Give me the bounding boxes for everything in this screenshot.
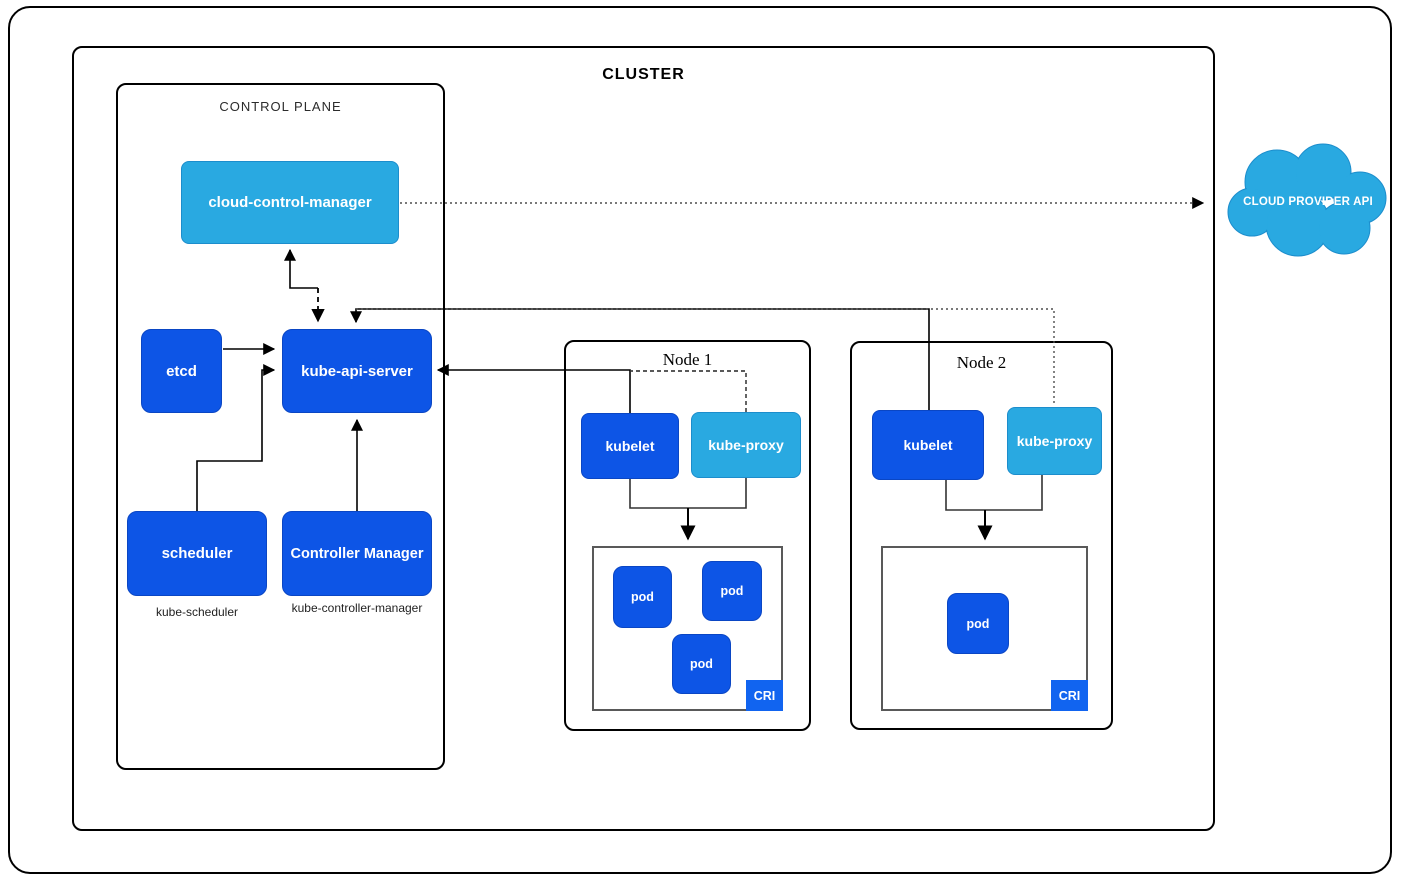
controller-manager-label: Controller Manager [290, 545, 424, 562]
scheduler-caption: kube-scheduler [155, 605, 239, 619]
node1-title: Node 1 [662, 350, 713, 369]
scheduler-label: scheduler [161, 545, 233, 562]
etcd-label: etcd [166, 362, 197, 380]
node2-kube-proxy-label: kube-proxy [1016, 433, 1093, 449]
node2-kubelet-box: kubelet [872, 410, 984, 480]
kube-api-server-label: kube-api-server [301, 362, 413, 380]
page-border [8, 6, 1392, 874]
control-plane-title: CONTROL PLANE [219, 99, 342, 114]
scheduler-box: scheduler [127, 511, 267, 596]
node2-cri-box: CRI [881, 546, 1088, 711]
node2-cri-badge: CRI [1051, 680, 1088, 711]
node1-pod-3: pod [672, 634, 731, 694]
cloud-control-manager-box: cloud-control-manager [181, 161, 399, 244]
node2-pod-1: pod [947, 593, 1009, 654]
node1-kube-proxy-label: kube-proxy [708, 437, 784, 453]
kube-api-server-box: kube-api-server [282, 329, 432, 413]
node2-kube-proxy-box: kube-proxy [1007, 407, 1102, 475]
cluster-title: CLUSTER [602, 66, 685, 83]
node2-title: Node 2 [956, 353, 1007, 372]
node1-kubelet-label: kubelet [605, 438, 655, 454]
node1-kube-proxy-box: kube-proxy [691, 412, 801, 478]
node1-pod-2-label: pod [720, 584, 744, 598]
cloud-provider-api-label: CLOUD PROVIDER API [1243, 196, 1373, 208]
control-plane-box: CONTROL PLANE [116, 83, 445, 770]
node1-pod-1: pod [613, 566, 672, 628]
cloud-control-manager-label: cloud-control-manager [208, 194, 372, 211]
node1-pod-1-label: pod [631, 590, 654, 604]
node1-kubelet-box: kubelet [581, 413, 679, 479]
cloud-provider-api: CLOUD PROVIDER API [1220, 140, 1396, 268]
node2-kubelet-label: kubelet [903, 437, 953, 453]
controller-manager-box: Controller Manager [282, 511, 432, 596]
etcd-box: etcd [141, 329, 222, 413]
controller-manager-caption: kube-controller-manager [291, 601, 423, 615]
node1-cri-badge: CRI [746, 680, 783, 711]
node1-pod-3-label: pod [690, 657, 713, 671]
node2-pod-1-label: pod [966, 616, 990, 631]
node1-pod-2: pod [702, 561, 762, 621]
node1-cri-box: CRI [592, 546, 783, 711]
cluster-box: CLUSTER [72, 46, 1215, 831]
